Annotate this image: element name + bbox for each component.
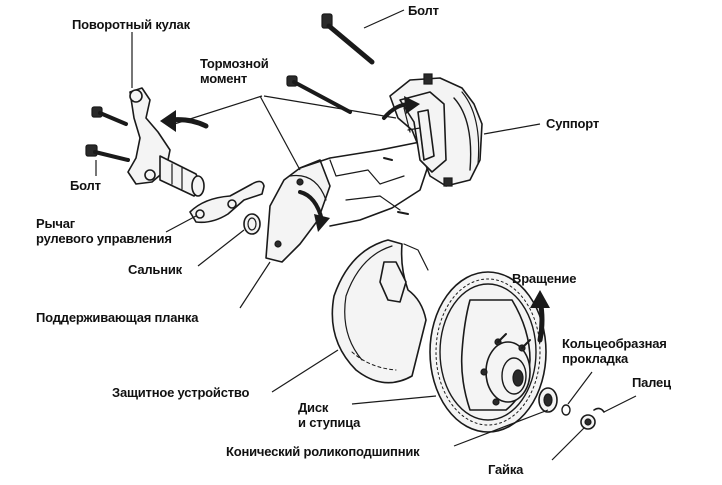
label-pin: Палец (632, 375, 671, 390)
leader-lines (95, 9, 637, 461)
label-top-bolt: Болт (408, 3, 439, 18)
support-plate (265, 159, 331, 263)
steering-knuckle (127, 87, 205, 197)
caliper (389, 73, 483, 187)
steering-arm (189, 180, 265, 224)
dust-shield (331, 239, 429, 384)
label-tapered-bearing: Конический роликоподшипник (226, 444, 420, 459)
caliper-bolt (286, 75, 352, 114)
disc-and-hub (429, 271, 547, 433)
label-o-ring: Кольцеобразная прокладка (562, 336, 667, 366)
o-ring (561, 404, 571, 416)
tapered-bearing (538, 387, 558, 413)
label-nut: Гайка (488, 462, 524, 477)
left-bolts (85, 106, 130, 162)
label-steering-arm: Рычаг рулевого управления (36, 216, 172, 246)
label-support-plate: Поддерживающая планка (36, 310, 199, 325)
torque-arrow-left (160, 110, 209, 132)
nut (580, 414, 596, 430)
top-bolt (321, 13, 375, 65)
label-disc-hub: Диск и ступица (298, 400, 361, 430)
label-caliper: Суппорт (546, 116, 599, 131)
torque-arrow-plate (298, 190, 330, 232)
label-rotation: Вращение (512, 271, 577, 286)
seal-ring (243, 213, 261, 235)
label-steering-knuckle: Поворотный кулак (72, 17, 190, 32)
label-seal: Сальник (128, 262, 182, 277)
label-bolt-left: Болт (70, 178, 101, 193)
rotation-arrow (530, 290, 550, 343)
label-shield: Защитное устройство (112, 385, 250, 400)
label-brake-torque: Тормозной момент (200, 56, 269, 86)
pin (593, 407, 605, 413)
